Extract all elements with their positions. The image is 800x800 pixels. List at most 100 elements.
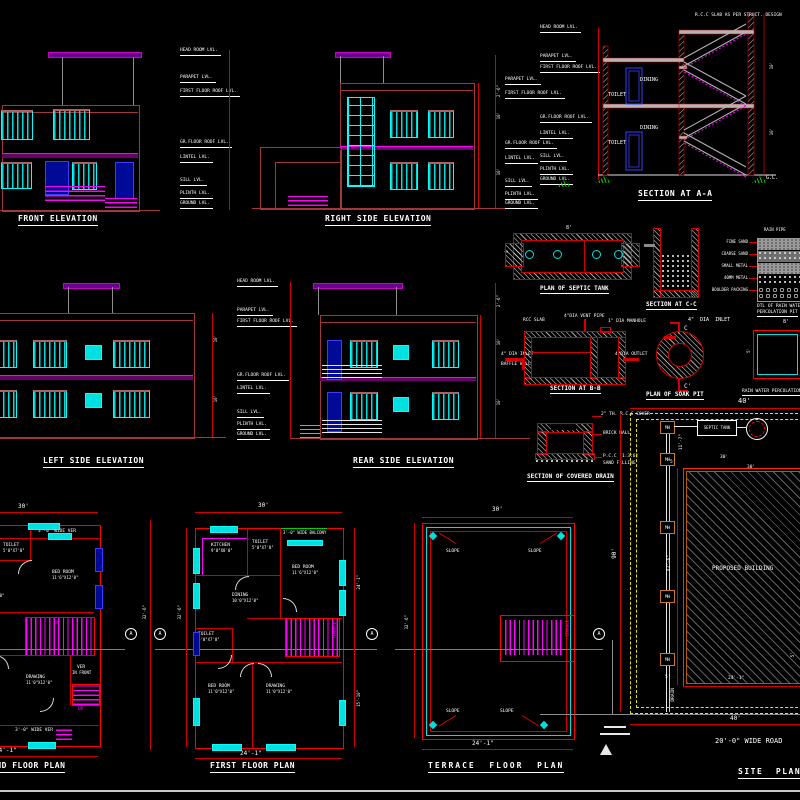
rcc-note: R.C.C SLAB AS PER STRUCT. DESIGN (695, 13, 782, 18)
room-name: BED ROOM (52, 570, 74, 575)
dim-line (422, 749, 573, 750)
dim-line (495, 55, 496, 208)
manhole: MH (660, 453, 675, 466)
cut-arrow (670, 322, 680, 324)
right-side-elevation-title: RIGHT SIDE ELEVATION (325, 215, 432, 226)
vent-window (85, 393, 102, 408)
plan-window (28, 523, 60, 530)
ground-line (0, 210, 160, 211)
room-name: KITCHEN (211, 543, 230, 548)
sand-bed (535, 459, 593, 464)
cut-line (678, 378, 680, 392)
level-label: PLINTH LVL. (180, 191, 213, 199)
sewer-link (674, 426, 697, 427)
room-name: TOILET (3, 543, 20, 548)
level-label: SILL LVL. (237, 410, 265, 418)
tank-wall (524, 337, 532, 379)
plan-window (339, 700, 346, 726)
line (112, 287, 113, 313)
plan-door (95, 585, 103, 609)
parapet-line (320, 322, 476, 323)
level-label: HEAD ROOM LVL. (180, 48, 221, 56)
label: 1" DIA MANHOLE (608, 319, 646, 324)
window (350, 340, 378, 368)
steps (45, 184, 105, 201)
arrow (749, 278, 757, 279)
ground-plan-title: GROUND FLOOR PLAN (0, 762, 66, 773)
dim-line (195, 758, 342, 759)
plan-window (339, 560, 346, 586)
dim-text: 30' (747, 465, 756, 470)
section-bb-title: SECTION AT B-B (550, 385, 601, 394)
cut-marker: C' (684, 383, 692, 390)
label: 2" TH. R.C.C COVER (601, 412, 650, 417)
plot-boundary (630, 413, 800, 714)
window (1, 162, 32, 189)
arrow (749, 290, 757, 291)
level-label: GR.FLOOR ROOF LVL. (180, 140, 232, 148)
level-label: FIRST FLOOR ROOF LVL. (540, 65, 600, 73)
inlet-elbow (522, 358, 525, 370)
plot-boundary-inner (636, 419, 800, 708)
portico (275, 162, 342, 210)
layer-box (757, 238, 800, 302)
window (113, 390, 150, 418)
plan-door (95, 548, 103, 572)
room-name: TOILET (198, 632, 215, 637)
wall (280, 528, 281, 619)
pit-floor (653, 290, 699, 298)
dim-line (186, 528, 187, 747)
layer-label: COARSE SAND (721, 251, 749, 256)
gl-label: G.L. (766, 175, 779, 181)
floor-slab (340, 146, 473, 150)
window (0, 340, 17, 368)
section-cc-title: SECTION AT C-C (646, 301, 697, 310)
level-label: PLINTH LVL. (540, 167, 573, 175)
line (340, 56, 341, 83)
water-tank (63, 283, 120, 289)
floor-slab (0, 375, 193, 380)
dim-text: 10' (496, 168, 501, 176)
plan-window (193, 548, 200, 574)
window (33, 340, 67, 368)
dim-text: 24'-1" (728, 676, 745, 681)
cut-arrow (678, 390, 688, 392)
wall (30, 525, 31, 561)
line (133, 57, 134, 105)
layer-label: FINE SAND (726, 239, 748, 244)
level-label: PARAPET LVL. (237, 308, 273, 316)
left-side-elevation-title: LEFT SIDE ELEVATION (43, 457, 145, 468)
ground-symbol (752, 176, 768, 183)
dim-text: 10' (769, 128, 774, 136)
pit-wall (653, 228, 661, 298)
layer-40mm-metal (758, 275, 800, 286)
window (0, 390, 17, 418)
septic-plan-title: PLAN OF SEPTIC TANK (540, 285, 609, 294)
vent-window (85, 345, 102, 360)
parapet-line (340, 90, 473, 91)
wall (252, 662, 253, 747)
wall (232, 628, 233, 662)
boulder-fill (661, 254, 690, 289)
outlet-pipe (623, 358, 639, 361)
level-label: FIRST FLOOR ROOF LVL. (505, 91, 565, 99)
dim-line (354, 528, 355, 747)
level-label: PARAPET LVL. (540, 54, 576, 62)
dim-text: 10' (496, 398, 501, 406)
window (33, 390, 67, 418)
plan-window (210, 526, 238, 533)
vent-window (393, 345, 409, 360)
parapet-inner2 (430, 531, 567, 732)
wall (0, 560, 31, 561)
window (390, 162, 418, 190)
plan-window (48, 533, 72, 540)
slope-label: SLOPE (500, 709, 514, 714)
room-name: BED ROOM (292, 565, 314, 570)
wall (0, 655, 94, 656)
outlet-chamber (621, 243, 640, 267)
dim-text: 5' (746, 348, 751, 353)
tank-slab (524, 331, 626, 338)
section-marker: A (366, 628, 378, 640)
dim-line (150, 520, 151, 750)
road-label: 20'-0" WIDE ROAD (715, 737, 783, 745)
